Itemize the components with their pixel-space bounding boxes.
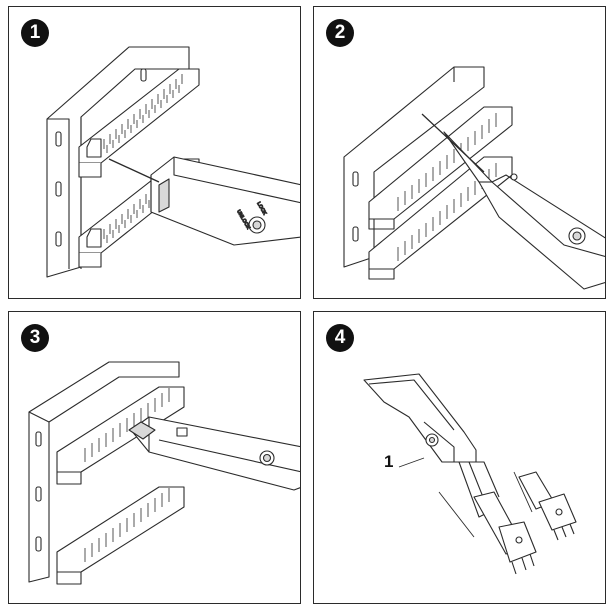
step-2-badge: 2 — [326, 19, 354, 47]
step-4-badge: 4 — [326, 324, 354, 352]
step-3-badge: 3 — [21, 324, 49, 352]
step-2-illustration — [343, 66, 605, 290]
step-4-panel: 4 1 — [313, 311, 606, 604]
callout-1-label: 1 — [384, 452, 394, 471]
step-2-panel: 2 — [313, 6, 606, 299]
step-3-panel: 3 — [8, 311, 301, 604]
step-4-illustration — [363, 373, 577, 575]
step-3-illustration — [28, 361, 300, 585]
step-1-illustration: UNLOCK LOCK — [46, 46, 300, 278]
step-1-badge: 1 — [21, 19, 49, 47]
step-1-panel: 1 UNLOCK LOCK — [8, 6, 301, 299]
